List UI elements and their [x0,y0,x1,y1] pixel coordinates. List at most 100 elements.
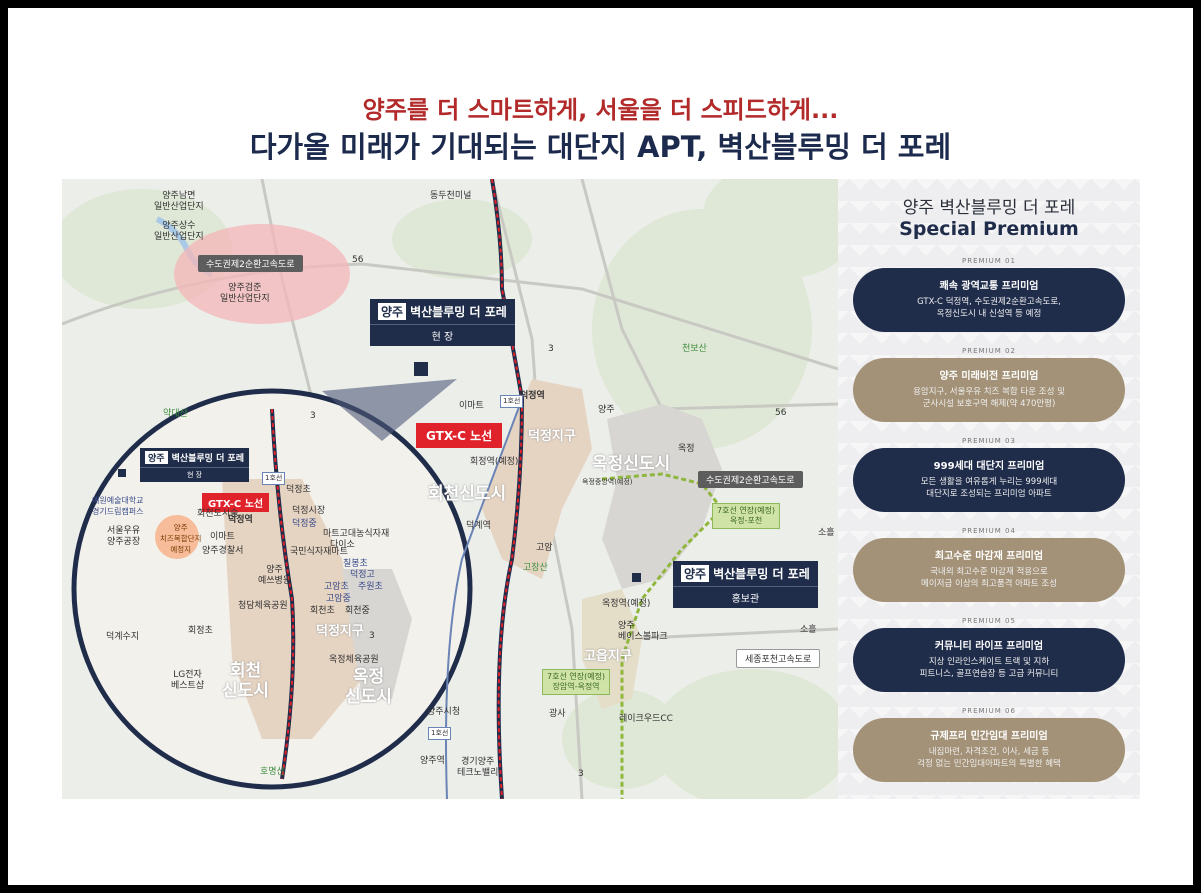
map-label: 옥정 [678,444,695,454]
road-tag: 수도권제2순환고속도로 [698,471,803,488]
map-label: 레이크우드CC [619,714,673,724]
premium-card[interactable]: 최고수준 마감재 프리미엄 국내외 최고수준 마감재 적용으로 메이저급 이상의… [853,538,1125,602]
inset-label: 회천도시술 [197,509,239,519]
route-number: 3 [310,411,316,421]
map-label: 양주 [598,405,615,415]
inset-label: 덕계수지 [106,632,140,642]
inset-label: 주원초 [358,582,383,592]
callout-name: 벽산블루밍 더 포레 [171,454,245,464]
map-label: 경기양주 테크노밸리 [457,757,499,778]
premium-title: 규제프리 민간임대 프리미엄 [930,731,1048,742]
map-label: 옥정역(예정) [602,599,651,609]
premium-number: PREMIUM 04 [962,527,1016,535]
map-label: 고암 [536,543,553,553]
map-label: 회정역(예정) [470,457,519,467]
premium-number: PREMIUM 03 [962,437,1016,445]
line7-plan-box: 7호선 연장(예정) 옥정-포천 [712,503,781,529]
inset-label: 옥정 신도시 [345,667,392,707]
inset-label: 1호선 [262,472,286,485]
headline-slogan: 양주를 더 스마트하게, 서울을 더 스피드하게... [362,96,839,124]
premium-card[interactable]: 커뮤니티 라이프 프리미엄 지상 인라인스케이트 트랙 및 지하 피트니스, 골… [853,628,1125,692]
inset-label: 덕정고 [350,570,375,580]
map-label: 고장산 [523,563,548,573]
premium-number: PREMIUM 02 [962,347,1016,355]
map-label: 회천신도시 [428,484,507,504]
callout-tag: 양주 [681,565,710,582]
route-number: 3 [369,631,375,641]
inset-label: 덕정초 [286,485,311,495]
route-number: 56 [352,255,364,265]
inset-label: 덕정시장 [292,506,326,516]
map-label: 이마트 [459,401,484,411]
premium-panel: 양주 벽산블루밍 더 포레 Special Premium PREMIUM 01… [838,179,1140,799]
callout-sub: 현 장 [370,324,515,346]
map-label: 양주상수 일반산업단지 [154,221,204,242]
premium-title: 최고수준 마감재 프리미엄 [934,551,1044,562]
premium-number: PREMIUM 01 [962,257,1016,265]
inset-label: 예원예술대학교 경기드림캠퍼스 [92,496,144,516]
premium-desc: 용암지구, 서울우유 치즈 복합 타운 조성 및 군사시설 보호구역 해제(약 … [913,387,1065,409]
inset-label: 덕정역 [228,515,253,525]
premium-desc: 지상 인라인스케이트 트랙 및 지하 피트니스, 골프연습장 등 고급 커뮤니티 [919,657,1059,679]
inset-label: 양주경찰서 [202,546,244,556]
inset-label: 양주 치즈복합단지 예정지 [160,523,202,554]
inset-label: 약대산 [163,409,188,419]
map-label: 덕정지구 [528,429,576,444]
route-number: 3 [578,769,584,779]
map-label: 양주남면 일반산업단지 [154,191,204,212]
map-label: 양주 베이스볼파크 [618,621,668,642]
premium-title: 쾌속 광역교통 프리미엄 [939,281,1039,292]
map-label: 1호선 [500,395,524,408]
map-label: 옥정신도시 [592,454,671,474]
headline-title: 다가올 미래가 기대되는 대단지 APT, 벽산블루밍 더 포레 [249,130,952,164]
road-tag: 세종포천고속도로 [736,649,821,668]
callout-sub: 홍보관 [673,586,818,608]
inset-label: 덕정지구 [316,624,364,639]
inset-label: 이마트 [210,532,235,542]
panel-title: 양주 벽산블루밍 더 포레 [902,198,1076,218]
route-number: 56 [775,408,787,418]
premium-card[interactable]: 규제프리 민간임대 프리미엄 내집마련, 자격조건, 이사, 세금 등 걱정 없… [853,718,1125,782]
site-marker [414,362,428,376]
inset-label: 호명산 [260,767,285,777]
inset-label: 양주 예쓰병원 [258,565,292,586]
inset-label: 회정초 [188,626,213,636]
callout-name: 벽산블루밍 더 포레 [410,305,507,319]
inset-site-marker [118,469,126,477]
gtx-label: GTX-C 노선 [416,423,503,448]
callout-name: 벽산블루밍 더 포레 [713,567,810,581]
inset-label: 다이소 [330,540,355,550]
map-label: 덕계역 [466,521,491,531]
inset-label: 회천중 [345,606,370,616]
premium-card[interactable]: 쾌속 광역교통 프리미엄 GTX-C 덕정역, 수도권제2순환고속도로, 옥정신… [853,268,1125,332]
map-label: 광사 [549,709,566,719]
inset-label: 칠봉초 [343,559,368,569]
premium-card[interactable]: 999세대 대단지 프리미엄 모든 생활을 여유롭게 누리는 999세대 대단지… [853,448,1125,512]
map-label: 소흘 [800,625,817,635]
map-label: 고읍지구 [584,649,632,664]
inset-label: 회천 신도시 [222,661,269,701]
inset-label: 덕정중 [292,519,317,529]
inset-label: 청담체육공원 [238,601,288,611]
inset-label: 마트고대농식자재 [323,529,390,539]
premium-card[interactable]: 양주 미래비전 프리미엄 용암지구, 서울우유 치즈 복합 타운 조성 및 군사… [853,358,1125,422]
map-label: 옥정중앙역(예정) [582,478,633,486]
premium-desc: 모든 생활을 여유롭게 누리는 999세대 대단지로 조성되는 프리미엄 아파트 [920,477,1058,499]
map-label: 양주시청 [427,707,461,717]
premium-title: 커뮤니티 라이프 프리미엄 [934,641,1044,652]
showroom-marker [632,573,641,582]
map-label: 양주역 [420,756,445,766]
premium-desc: 국내외 최고수준 마감재 적용으로 메이저급 이상의 최고품격 아파트 조성 [921,567,1057,589]
inset-label: 국민식자재마트 [290,547,348,557]
map-label: 동두천미널 [430,191,472,201]
location-map: 56 56 3 3 3 3 동두천미널 양주남면 일반산업단지 양주상수 일반산… [62,179,838,799]
premium-desc: GTX-C 덕정역, 수도권제2순환고속도로, 옥정신도시 내 신설역 등 예정 [917,297,1061,319]
inset-label: 서울우유 양주공장 [107,526,141,547]
line7-plan-box: 7호선 연장(예정) 장암역-옥정역 [542,669,611,695]
map-label: 덕정역 [520,391,545,401]
map-label: 소흘 [818,528,835,538]
road-tag: 수도권제2순환고속도로 [198,255,303,272]
